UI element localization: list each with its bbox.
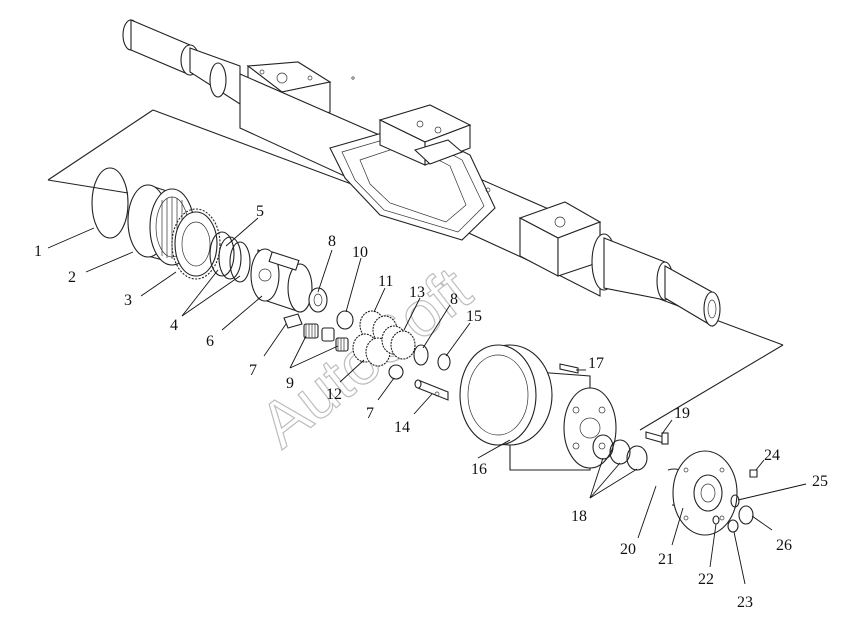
part-8-washer-a xyxy=(308,287,328,313)
label-7a: 7 xyxy=(249,362,257,379)
label-26: 26 xyxy=(776,537,792,554)
label-5: 5 xyxy=(256,203,264,220)
label-20: 20 xyxy=(620,541,636,558)
label-23: 23 xyxy=(737,594,753,611)
part-7-thrust-washer-a xyxy=(283,313,303,329)
label-24: 24 xyxy=(764,447,780,464)
planet-gears xyxy=(352,310,416,367)
part-6-planet-carrier xyxy=(250,248,313,313)
part-26-drain-plug xyxy=(738,505,754,525)
label-11: 11 xyxy=(378,273,393,290)
label-25: 25 xyxy=(812,473,828,490)
part-number-labels: 1 2 3 4 5 6 7 8 9 10 11 12 13 8 15 7 14 … xyxy=(34,203,828,611)
label-3: 3 xyxy=(124,292,132,309)
part-18-shims xyxy=(592,434,648,471)
part-4-rings xyxy=(209,231,251,283)
label-17: 17 xyxy=(588,355,604,372)
label-15: 15 xyxy=(466,308,482,325)
label-8b: 8 xyxy=(450,291,458,308)
label-6: 6 xyxy=(206,333,214,350)
part-3-sun-gear xyxy=(171,208,221,280)
label-1: 1 xyxy=(34,243,42,260)
part-16-wheel-hub xyxy=(459,344,617,471)
part-21-end-cover xyxy=(672,450,738,536)
part-19-bolt xyxy=(645,431,669,445)
part-1-snap-ring xyxy=(91,167,129,239)
label-12: 12 xyxy=(326,386,342,403)
label-19: 19 xyxy=(674,405,690,422)
label-10: 10 xyxy=(352,244,368,261)
part-14-planet-shaft xyxy=(414,379,449,401)
part-10-snap-ring xyxy=(336,310,354,330)
label-7b: 7 xyxy=(366,405,374,422)
part-15-ring xyxy=(437,353,451,371)
part-24-vent xyxy=(749,469,758,478)
label-13: 13 xyxy=(409,284,425,301)
label-21: 21 xyxy=(658,551,674,568)
part-17-wheel-stud xyxy=(559,363,579,374)
part-9-needle-bearings xyxy=(303,323,349,352)
label-22: 22 xyxy=(698,571,714,588)
label-18: 18 xyxy=(571,508,587,525)
leader-lines xyxy=(47,217,807,585)
part-25-o-ring xyxy=(730,494,740,508)
label-4: 4 xyxy=(170,317,178,334)
label-8a: 8 xyxy=(328,233,336,250)
label-14: 14 xyxy=(394,419,410,436)
part-8-washer-b xyxy=(413,344,429,366)
label-16: 16 xyxy=(471,461,487,478)
label-9: 9 xyxy=(286,375,294,392)
part-7-washer-b xyxy=(388,364,404,380)
label-2: 2 xyxy=(68,269,76,286)
axle-housing xyxy=(122,19,721,327)
part-23-plug xyxy=(727,519,739,533)
